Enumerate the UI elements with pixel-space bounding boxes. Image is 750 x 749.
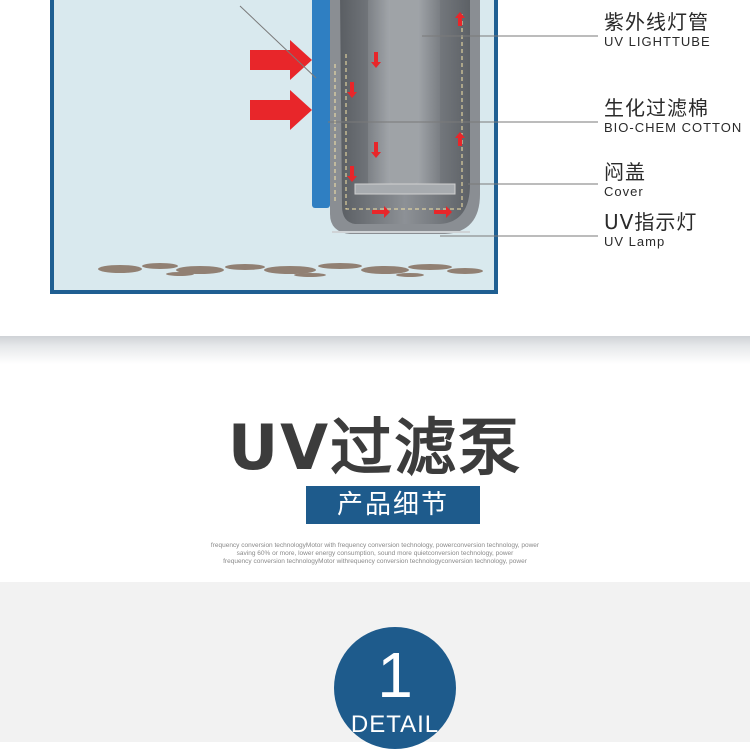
blue-mounting-plate — [312, 0, 330, 208]
title-section: UV过滤泵 产品细节 frequency conversion technolo… — [0, 364, 750, 582]
callout-lines — [239, 5, 598, 237]
label-cn: 紫外线灯管 — [604, 10, 709, 34]
label-en: Cover — [604, 184, 644, 199]
flow-arrows — [347, 12, 465, 218]
label-cover: 闷盖 Cover — [604, 160, 646, 200]
section-badge: 产品细节 — [306, 486, 480, 524]
product-title: UV过滤泵 — [227, 411, 523, 484]
description-line: saving 60% or more, lower energy consump… — [236, 550, 514, 557]
label-en: UV LIGHTTUBE — [604, 34, 711, 49]
gravel-bed — [98, 263, 483, 277]
label-uv-lamp: UV指示灯 UV Lamp — [604, 210, 697, 250]
label-uv-lighttube: 紫外线灯管 UV LIGHTTUBE — [604, 10, 711, 50]
product-diagram-section: 紫外线灯管 UV LIGHTTUBE 生化过滤棉 BIO-CHEM COTTON… — [0, 0, 750, 338]
description-line: frequency conversion technologyMotor wit… — [210, 542, 540, 549]
label-cn: 生化过滤棉 — [604, 96, 709, 120]
uv-bulb — [390, 0, 418, 184]
description-line: frequency conversion technologyMotor wit… — [223, 558, 527, 565]
water-inflow-arrows — [250, 40, 312, 130]
detail-number-badge: 1 DETAIL — [334, 627, 456, 749]
label-en: BIO-CHEM COTTON — [604, 120, 743, 135]
detail-section: 1 DETAIL — [0, 582, 750, 749]
label-en: UV Lamp — [604, 234, 666, 249]
uv-filter-pump-diagram — [50, 0, 498, 294]
detail-label: DETAIL — [350, 711, 440, 738]
label-cn: 闷盖 — [604, 160, 646, 184]
cover — [354, 183, 456, 195]
section-divider-shadow — [0, 336, 750, 364]
label-cn: UV指示灯 — [604, 210, 698, 234]
label-bio-chem-cotton: 生化过滤棉 BIO-CHEM COTTON — [604, 96, 742, 136]
detail-number: 1 — [377, 639, 413, 711]
description-text: frequency conversion technologyMotor wit… — [180, 542, 570, 566]
